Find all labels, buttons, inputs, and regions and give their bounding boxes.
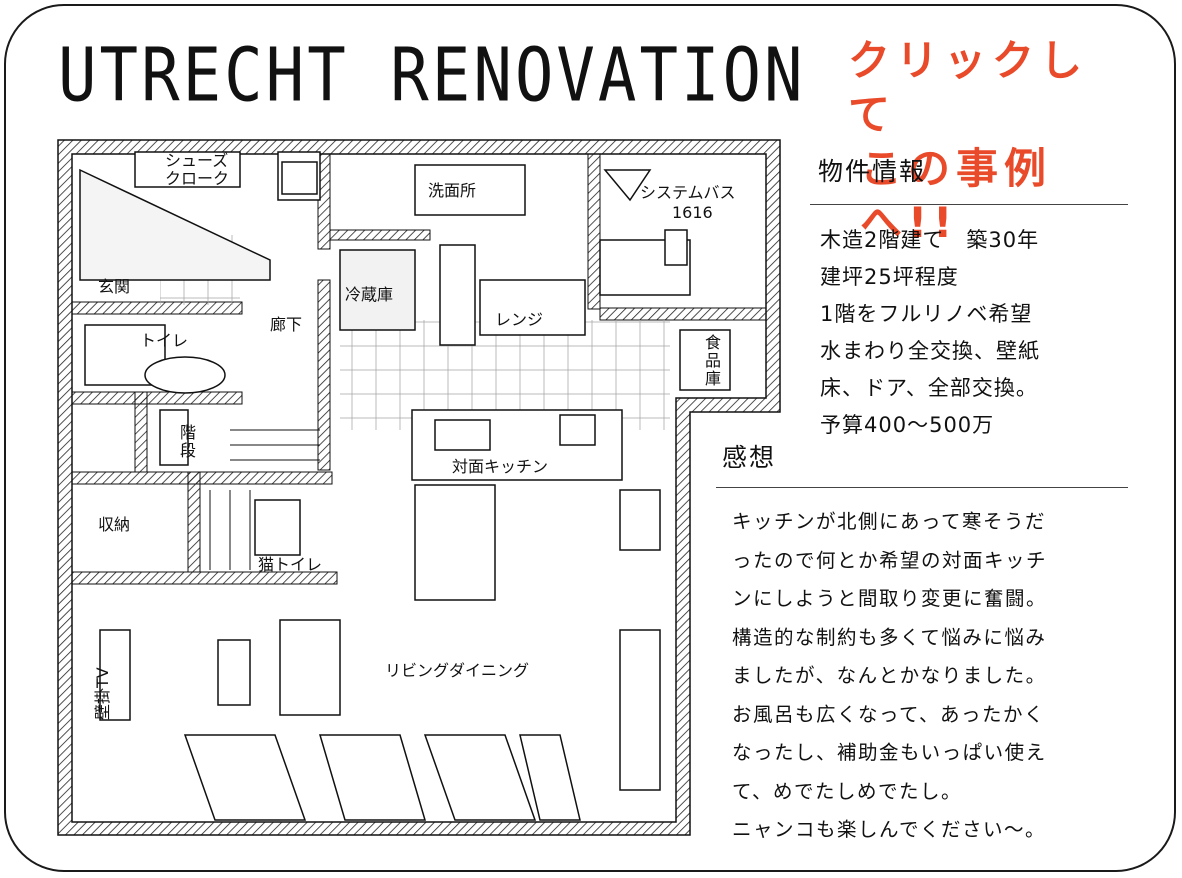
page-title: UTRECHT RENOVATION [58,34,806,120]
fixtures [79,151,731,791]
label-bath-2: 1616 [672,203,713,222]
property-info-title: 物件情報 [818,157,927,186]
impression-line: ニャンコも楽しんでください〜。 [732,818,1047,841]
impression-title: 感想 [722,443,777,472]
stairs [209,429,320,570]
property-info-item: 木造2階建て 築30年 [820,228,1040,252]
label-shoes-cloak-1: シューズ [165,151,228,170]
property-info-item: 床、ドア、全部交換。 [820,376,1038,400]
impression-line: お風呂も広くなって、あったかく [732,702,1046,726]
impression-text: キッチンが北側にあって寒そうだ ったので何とか希望の対面キッチ ンにしようと間取… [732,503,1132,850]
outer-walls [57,139,781,836]
interior-walls [71,153,767,585]
impression-divider [716,487,1128,488]
property-info-item: 1階をフルリノベ希望 [820,302,1033,326]
floor-tiles [160,235,670,430]
property-info-item: 予算400〜500万 [820,413,995,437]
label-shoes-cloak-2: クローク [165,169,229,188]
label-washroom: 洗面所 [428,181,476,200]
impression-line: キッチンが北側にあって寒そうだ [732,510,1047,533]
property-info-item: 水まわり全交換、壁紙 [820,339,1040,363]
property-info-list: 木造2階建て 築30年 建坪25坪程度 1階をフルリノベ希望 水まわり全交換、壁… [820,222,1040,444]
label-bath-1: システムバス [640,183,736,202]
windows [183,161,581,821]
floor-plan: シューズ クローク 洗面所 システムバス 1616 玄関 冷蔵庫 レンジ 廊下 … [57,139,781,836]
label-range: レンジ [495,310,543,329]
label-pantry-1: 食 [705,333,721,352]
case-link-line-1: クリックして [848,36,1089,139]
impression-line: 構造的な制約も多くて悩みに悩み [732,625,1047,649]
property-info-divider [810,204,1128,205]
label-living: リビングダイニング [385,661,529,680]
room-labels: シューズ クローク 洗面所 システムバス 1616 玄関 冷蔵庫 レンジ 廊下 … [93,151,736,720]
label-stairs-1: 階 [180,423,196,442]
impression-line: なったし、補助金もいっぱい使え [732,741,1047,764]
impression-line: て、めでたしめでたし。 [732,779,963,803]
label-pantry-2: 品 [705,351,721,370]
case-link-line-2: この事例へ!! [860,144,1053,247]
label-storage: 収納 [98,515,130,534]
label-corridor: 廊下 [270,315,302,334]
label-toilet: トイレ [140,331,188,350]
label-kitchen: 対面キッチン [452,457,548,476]
label-wall-tv: 壁掛TV [93,667,112,720]
impression-line: ましたが、なんとかなりました。 [732,664,1047,687]
impression-line: ったので何とか希望の対面キッチ [732,548,1048,572]
label-entrance: 玄関 [98,277,130,296]
label-pantry-3: 庫 [705,369,721,388]
property-info-item: 建坪25坪程度 [820,265,959,289]
label-stairs-2: 段 [180,441,196,460]
label-cat-toilet: 猫トイレ [258,555,322,574]
impression-line: ンにしようと間取り変更に奮闘。 [732,587,1048,610]
case-link[interactable]: クリックして この事例へ!! [848,34,1128,250]
label-fridge: 冷蔵庫 [345,285,393,304]
